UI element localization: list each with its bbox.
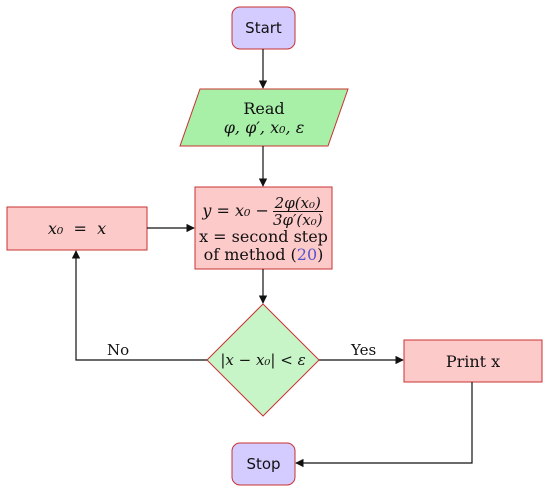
equation-reference-link[interactable]: 20 [296,244,318,264]
compute-node [194,186,333,270]
compute-line-2: x = second step [199,226,328,246]
read-title: Read [243,99,285,118]
fraction-numerator: 2φ(x₀) [272,193,323,212]
compute-line-3-post: ) [317,244,324,264]
assign-text: x₀ = x [47,219,107,238]
compute-line-3-pre: of method ( [203,244,297,264]
read-label: Read φ, φ′, x₀, ε [190,92,338,144]
edge-decision-no [71,250,207,361]
print-label: Print x [404,340,542,382]
read-node [179,88,349,147]
decision-node [206,303,320,417]
stop-label: Stop [232,443,295,485]
compute-equation: y = x₀ − 2φ(x₀) 3φ′(x₀) [202,195,324,228]
start-label: Start [232,7,295,49]
compute-fraction: 2φ(x₀) 3φ′(x₀) [271,195,325,228]
print-node [403,339,543,383]
print-text: Print x [445,351,501,371]
assign-label: x₀ = x [7,207,147,250]
stop-node [231,442,296,486]
decision-text: |x − x₀| < ε [220,350,306,369]
edge-print-stop [295,382,473,468]
compute-line-3: of method (20) [203,244,324,264]
edge-label-no: No [107,341,130,359]
start-text: Start [245,18,282,37]
read-variables: φ, φ′, x₀, ε [223,118,305,137]
compute-label: y = x₀ − 2φ(x₀) 3φ′(x₀) x = second step … [195,189,332,269]
edge-label-yes: Yes [351,341,377,359]
decision-label: |x − x₀| < ε [207,345,319,375]
compute-eq-lhs: y = x₀ − [202,201,269,220]
fraction-denominator: 3φ′(x₀) [272,210,323,229]
stop-text: Stop [246,454,281,473]
